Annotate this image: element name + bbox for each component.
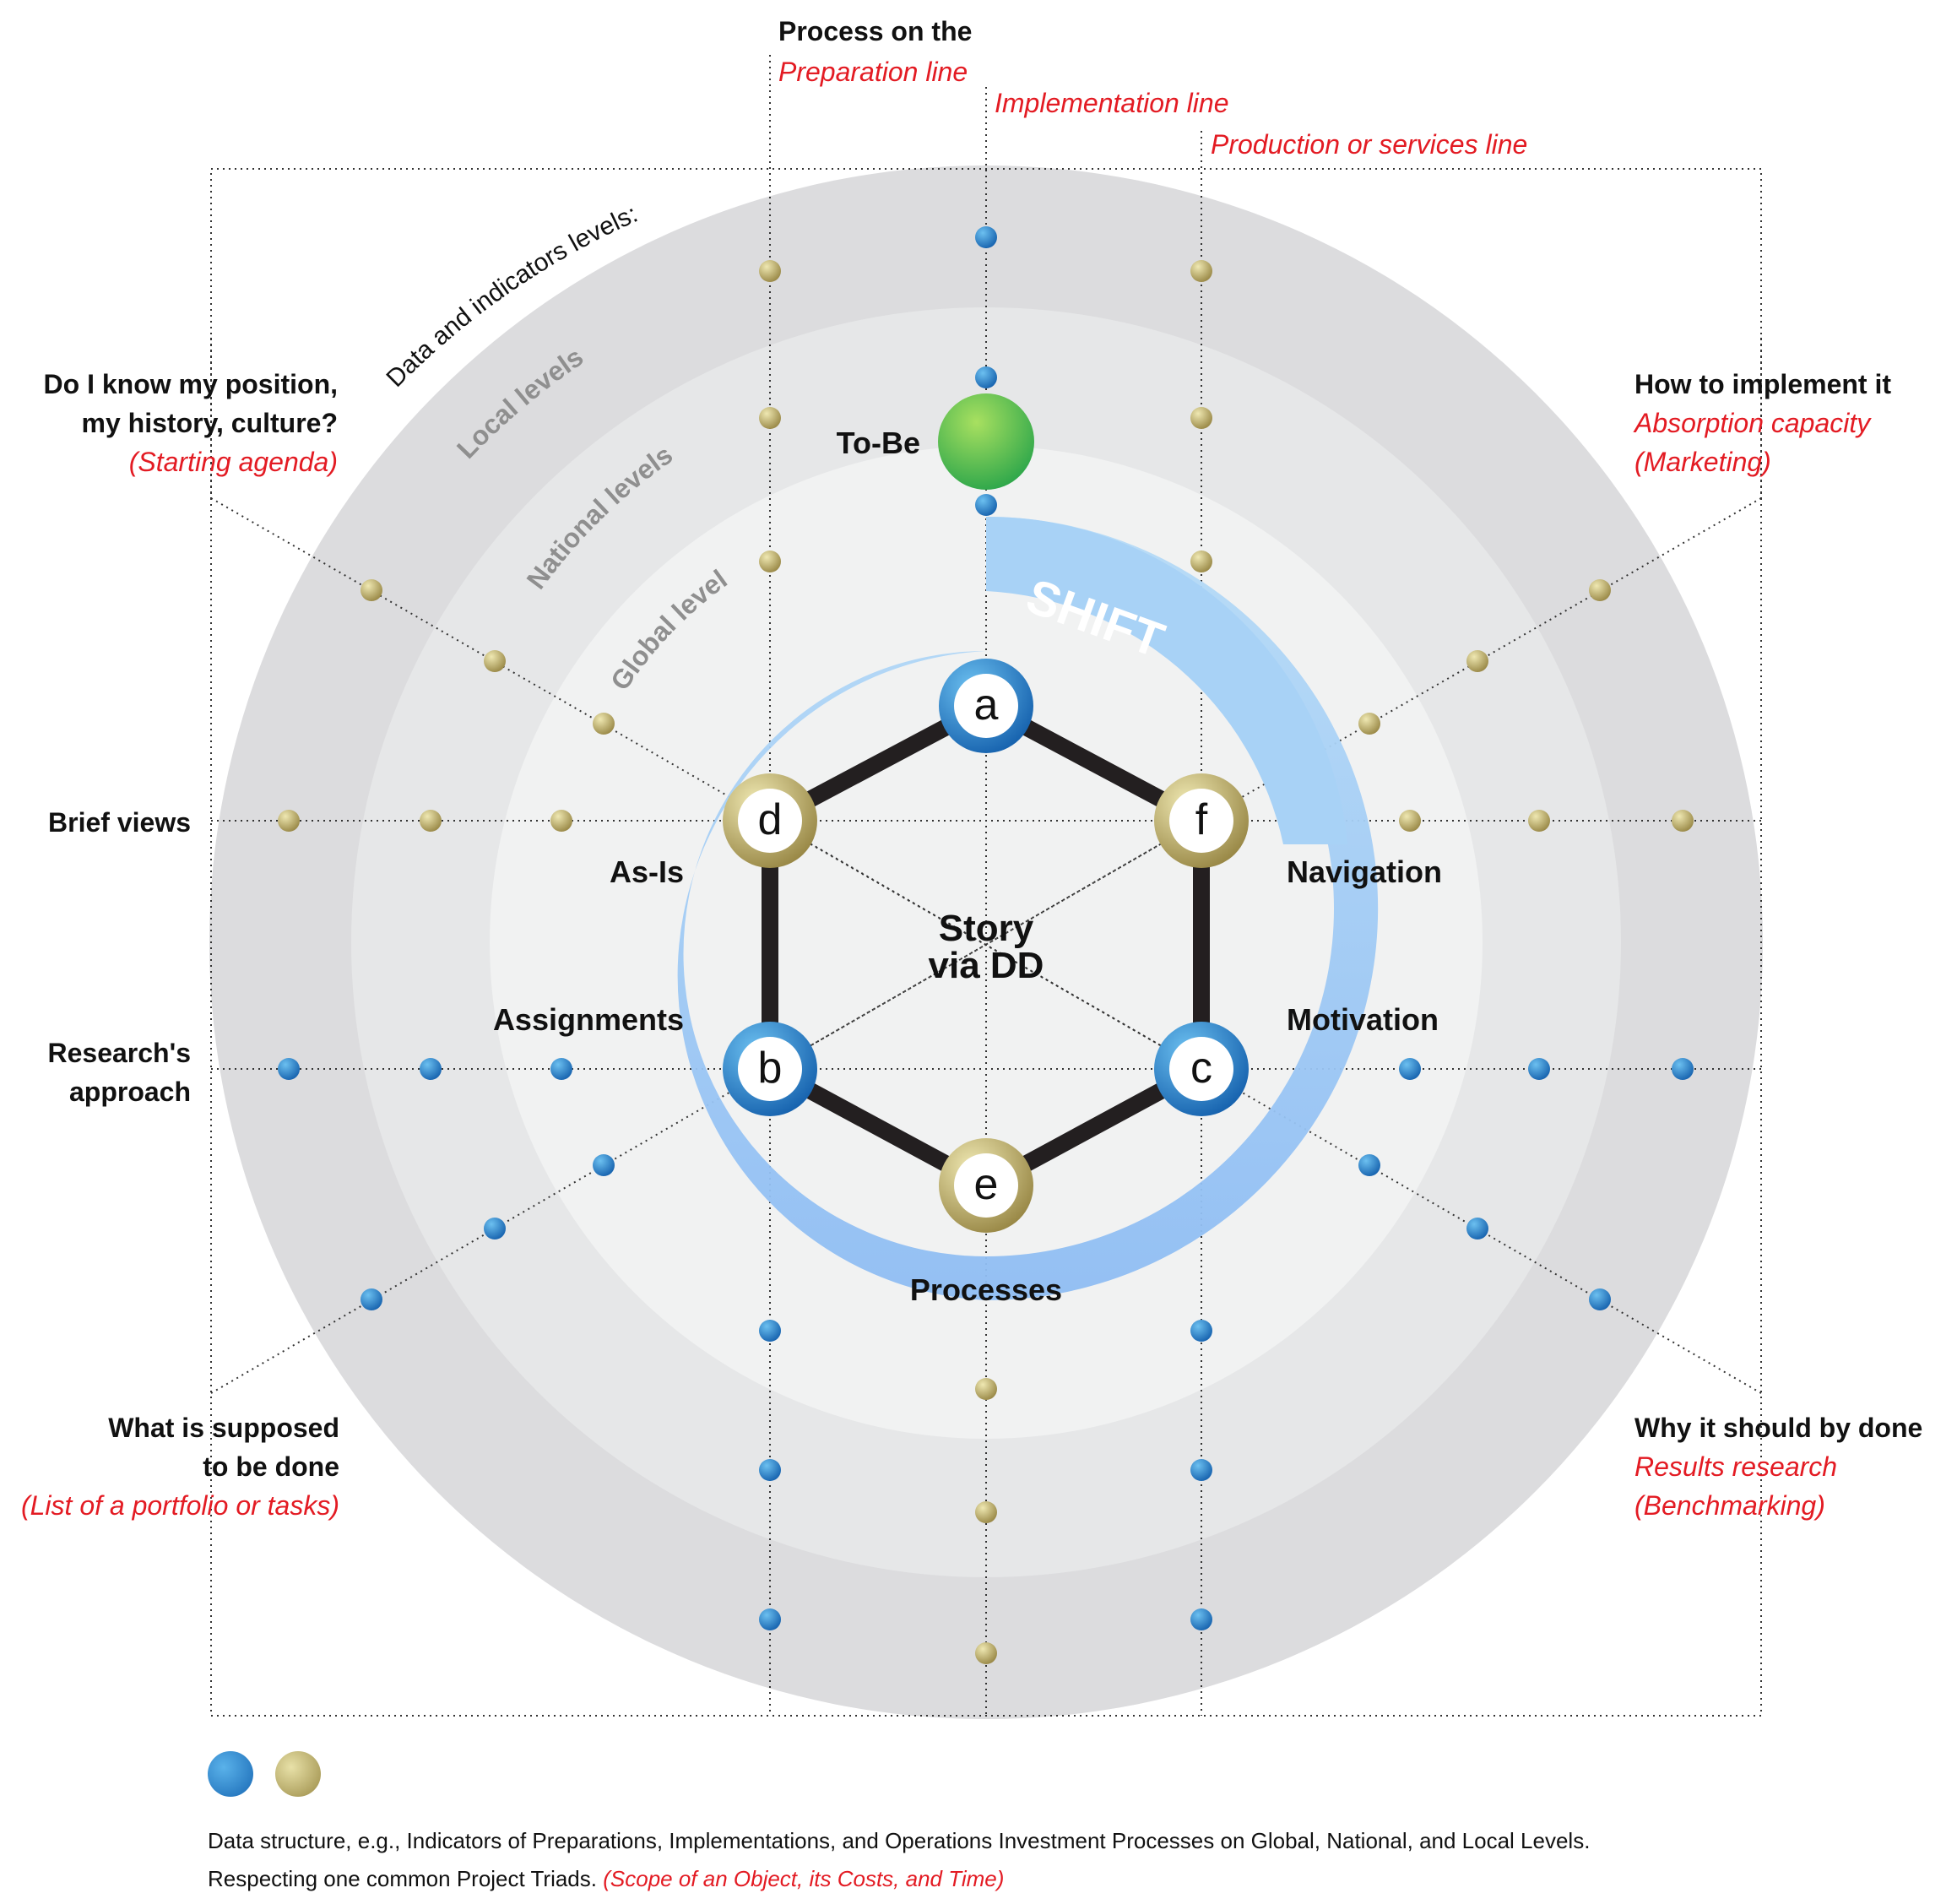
svg-text:c: c (1190, 1044, 1212, 1093)
process-title: Process on the (778, 16, 972, 46)
blue-indicator-dot (1358, 1154, 1380, 1176)
q-top-left-line1: Do I know my position, (44, 369, 338, 399)
q-bottom-right-line1: Why it should by done (1634, 1413, 1922, 1443)
gold-indicator-dot (1190, 551, 1212, 572)
node-d: d (723, 773, 817, 868)
blue-indicator-dot (420, 1058, 442, 1080)
gold-indicator-dot (1466, 650, 1488, 672)
production-line-label: Production or services line (1211, 129, 1527, 160)
gold-indicator-dot (759, 407, 781, 429)
gold-indicator-dot (975, 1501, 997, 1523)
diagonal-bottom-left (210, 1068, 771, 1394)
gold-indicator-dot (1358, 713, 1380, 735)
label-assignments: Assignments (493, 1002, 684, 1037)
q-bottom-left-line2: to be done (203, 1451, 339, 1482)
blue-indicator-dot (1190, 1459, 1212, 1481)
center-story: Story (939, 908, 1034, 949)
q-top-left-line2: my history, culture? (82, 408, 338, 438)
gold-indicator-dot (1589, 579, 1611, 601)
preparation-line-label: Preparation line (778, 57, 968, 87)
q-bottom-right-note2: (Benchmarking) (1634, 1490, 1825, 1521)
q-top-right-note1: Absorption capacity (1633, 408, 1872, 438)
blue-indicator-dot (759, 1320, 781, 1342)
implementation-line-label: Implementation line (995, 88, 1228, 118)
label-research-line2: approach (69, 1077, 191, 1107)
legend-line-2-text: Respecting one common Project Triads. (208, 1866, 597, 1891)
gold-indicator-dot (593, 713, 615, 735)
blue-indicator-dot (1466, 1218, 1488, 1239)
blue-indicator-dot (484, 1218, 506, 1239)
node-e: e (939, 1138, 1033, 1233)
blue-indicator-dot (278, 1058, 300, 1080)
blue-indicator-dot (1528, 1058, 1550, 1080)
label-processes: Processes (910, 1272, 1062, 1307)
svg-text:d: d (758, 795, 783, 844)
legend-dots (208, 1751, 1854, 1797)
shift-arc-head (986, 516, 1347, 844)
blue-indicator-dot (1589, 1288, 1611, 1310)
blue-indicator-dot (1399, 1058, 1421, 1080)
label-navigation: Navigation (1287, 854, 1442, 889)
to-be-circle (938, 393, 1034, 490)
svg-text:a: a (974, 681, 999, 730)
gold-indicator-dot (484, 650, 506, 672)
gold-indicator-dot (975, 1378, 997, 1400)
gold-indicator-dot (759, 551, 781, 572)
node-a: a (939, 659, 1033, 753)
label-to-be: To-Be (837, 426, 920, 460)
gold-indicator-dot (360, 579, 382, 601)
blue-indicator-dot (975, 366, 997, 388)
gold-indicator-dot (550, 810, 572, 832)
blue-indicator-dot (360, 1288, 382, 1310)
label-motivation: Motivation (1287, 1002, 1439, 1037)
gold-indicator-dot (1672, 810, 1694, 832)
gold-indicator-dot (1190, 407, 1212, 429)
legend: Data structure, e.g., Indicators of Prep… (208, 1751, 1854, 1898)
blue-indicator-dot (593, 1154, 615, 1176)
dotted-frame (210, 168, 1762, 1717)
gold-indicator-dot (278, 810, 300, 832)
svg-text:e: e (974, 1160, 999, 1209)
node-b: b (723, 1022, 817, 1116)
blue-indicator-dot (1190, 1320, 1212, 1342)
node-f: f (1154, 773, 1249, 868)
hex-diagonal-2 (769, 820, 1202, 1070)
q-top-right-line1: How to implement it (1634, 369, 1891, 399)
gold-indicator-dot (420, 810, 442, 832)
legend-gold-dot (275, 1751, 321, 1797)
q-bottom-left-note: (List of a portfolio or tasks) (21, 1490, 339, 1521)
legend-blue-dot (208, 1751, 253, 1797)
legend-line-2: Respecting one common Project Triads. (S… (208, 1860, 1854, 1898)
legend-line-1: Data structure, e.g., Indicators of Prep… (208, 1828, 1591, 1853)
legend-line-2-note: (Scope of an Object, its Costs, and Time… (603, 1866, 1005, 1891)
gold-indicator-dot (975, 1642, 997, 1664)
svg-text:f: f (1195, 795, 1208, 844)
blue-indicator-dot (759, 1608, 781, 1630)
q-top-left-note: (Starting agenda) (129, 447, 338, 477)
gold-indicator-dot (1190, 260, 1212, 282)
blue-indicator-dot (1672, 1058, 1694, 1080)
label-brief-views: Brief views (48, 807, 191, 838)
svg-text:b: b (758, 1044, 783, 1093)
q-bottom-right-note1: Results research (1634, 1451, 1837, 1482)
blue-indicator-dot (975, 226, 997, 248)
node-c: c (1154, 1022, 1249, 1116)
data-points (278, 226, 1694, 1664)
blue-indicator-dot (550, 1058, 572, 1080)
label-as-is: As-Is (610, 854, 684, 889)
blue-indicator-dot (1190, 1608, 1212, 1630)
gold-indicator-dot (759, 260, 781, 282)
blue-indicator-dot (975, 494, 997, 516)
blue-indicator-dot (759, 1459, 781, 1481)
gold-indicator-dot (1528, 810, 1550, 832)
center-via-dd: via DD (929, 945, 1044, 986)
label-research-line1: Research's (48, 1038, 192, 1068)
q-top-right-note2: (Marketing) (1634, 447, 1771, 477)
gold-indicator-dot (1399, 810, 1421, 832)
q-bottom-left-line1: What is supposed (108, 1413, 339, 1443)
